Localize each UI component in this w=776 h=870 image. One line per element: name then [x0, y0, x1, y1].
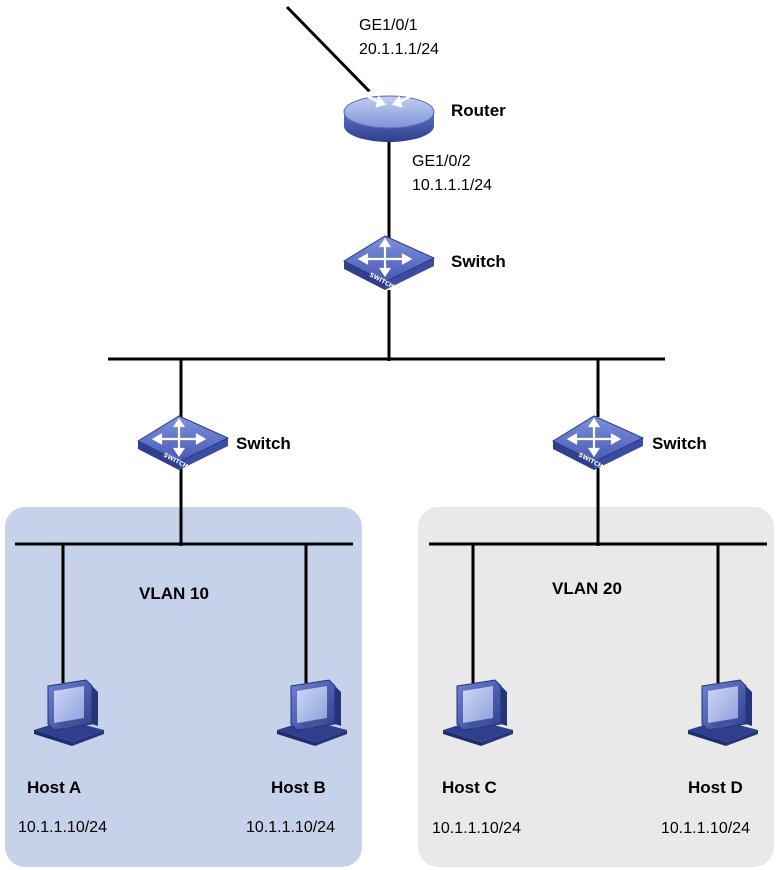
host-b-name: Host B — [271, 778, 326, 797]
vlan-10-label: VLAN 10 — [139, 584, 209, 603]
router-uplink-port: GE1/0/1 — [359, 17, 418, 34]
right-switch-icon: SWITCH — [551, 414, 645, 472]
router-icon — [343, 80, 435, 142]
vlan-20-region — [418, 507, 774, 867]
host-a-name: Host A — [27, 778, 81, 797]
host-b-ip: 10.1.1.10/24 — [246, 819, 335, 836]
right-switch-label: Switch — [652, 434, 707, 453]
host-d-name: Host D — [688, 778, 743, 797]
host-d-ip: 10.1.1.10/24 — [661, 820, 750, 837]
vlan-20-label: VLAN 20 — [552, 579, 622, 598]
router-uplink-ip: 20.1.1.1/24 — [359, 41, 439, 58]
host-c-name: Host C — [442, 778, 497, 797]
vlan-10-region — [5, 507, 362, 867]
host-c-ip: 10.1.1.10/24 — [432, 820, 521, 837]
left-switch-label: Switch — [236, 434, 291, 453]
uplink-wire — [285, 5, 372, 94]
router-label: Router — [451, 101, 506, 120]
router-downlink-ip: 10.1.1.1/24 — [412, 177, 492, 194]
core-switch-icon: SWITCH — [342, 234, 436, 292]
router-downlink-port: GE1/0/2 — [412, 153, 471, 170]
core-switch-label: Switch — [451, 252, 506, 271]
links — [15, 5, 767, 683]
host-a-ip: 10.1.1.10/24 — [18, 819, 107, 836]
left-switch-icon: SWITCH — [136, 414, 230, 472]
